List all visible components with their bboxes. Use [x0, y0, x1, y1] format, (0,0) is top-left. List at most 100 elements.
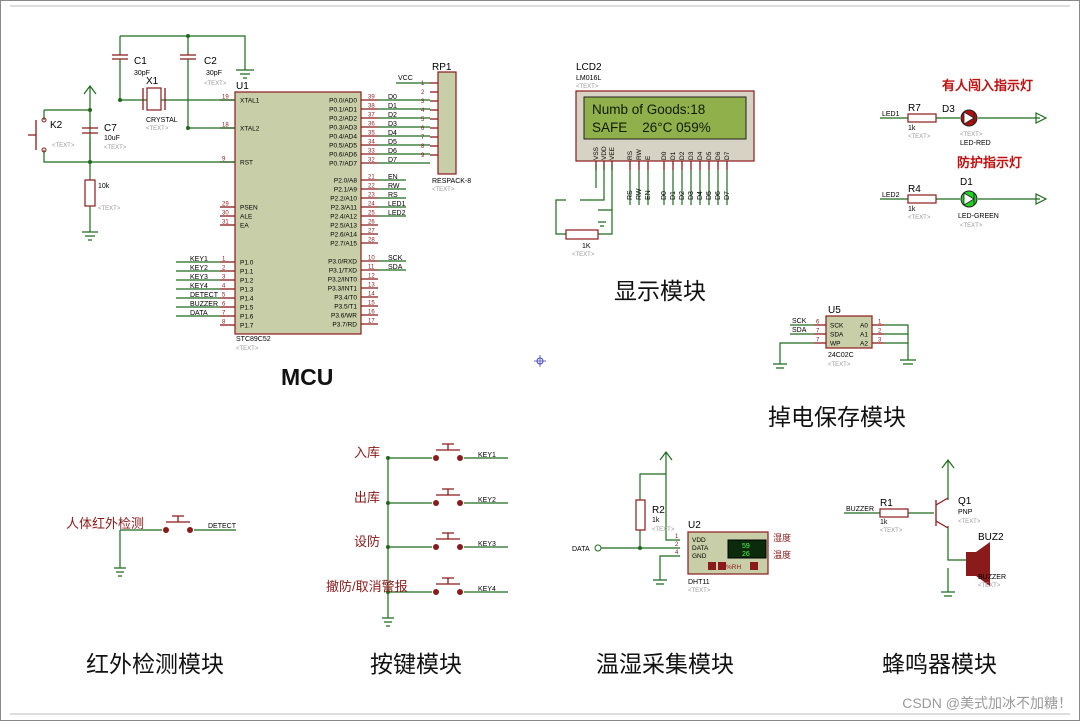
rp1-pin-num: 9: [421, 153, 425, 159]
mcu-pin-num: 1: [222, 257, 226, 263]
r7-ref: R7: [908, 103, 921, 114]
protect-indicator-label: 防护指示灯: [957, 155, 1022, 170]
mcu-net-sda: SDA: [388, 264, 403, 271]
rp1-pin-num: 2: [421, 90, 425, 96]
buz-value: BUZZER: [978, 574, 1006, 581]
reset-resistor-value: 10k: [98, 183, 110, 190]
q1-ref: Q1: [958, 496, 972, 507]
led1-net: LED1: [882, 111, 900, 118]
mcu-pin-P0.0/AD0: P0.0/AD0: [329, 98, 357, 105]
mcu-net-d4: D4: [388, 130, 397, 137]
mcu-pin-P0.4/AD4: P0.4/AD4: [329, 134, 357, 141]
lcd-pin-d1: D1: [670, 151, 677, 160]
u5-value: 24C02C: [828, 352, 854, 359]
k2-text: <TEXT>: [52, 143, 75, 149]
mcu-net-en: EN: [388, 174, 398, 181]
key-disarm-label: 撤防/取消警报: [326, 579, 408, 594]
mcu-pin-P1.1: P1.1: [240, 269, 254, 276]
reset-resistor-text: <TEXT>: [98, 206, 121, 212]
r7-value: 1k: [908, 125, 916, 132]
r7-text: <TEXT>: [908, 134, 931, 140]
key-net-2: KEY2: [478, 497, 496, 504]
mcu-pin-P3.6/WR: P3.6/WR: [331, 313, 357, 320]
mcu-net-d0: D0: [388, 94, 397, 101]
mcu-net-led2: LED2: [388, 210, 406, 217]
r4-ref: R4: [908, 184, 921, 195]
mcu-text: <TEXT>: [236, 346, 259, 352]
lcd-net-d2: D2: [679, 191, 686, 200]
mcu-net-buzzer: BUZZER: [190, 301, 218, 308]
r4-text: <TEXT>: [908, 215, 931, 221]
mcu-pin-num: 7: [222, 311, 226, 317]
dht-label-temp: 温度: [773, 549, 791, 560]
led2-net: LED2: [882, 192, 900, 199]
ir-button-label: 人体红外检测: [66, 516, 144, 531]
mcu-pin-P3.4/T0: P3.4/T0: [334, 295, 357, 302]
lcd-net-d6: D6: [715, 191, 722, 200]
mcu-pin-num: 11: [368, 265, 375, 271]
mcu-net-d6: D6: [388, 148, 397, 155]
u5-pin-a2: A2: [860, 341, 868, 348]
mcu-pin-num: 6: [222, 302, 226, 308]
rp1-pin-num: 8: [421, 144, 425, 150]
mcu-pin-P1.6: P1.6: [240, 314, 254, 321]
lcd-pin-rs: RS: [627, 150, 634, 160]
intrusion-indicator-label: 有人闯入指示灯: [942, 78, 1033, 93]
d1-ref: D1: [960, 177, 973, 188]
mcu-pin-num: 34: [368, 140, 375, 146]
dht-down-button[interactable]: [708, 562, 716, 570]
buz-text: <TEXT>: [978, 583, 1001, 589]
mcu-net-d5: D5: [388, 139, 397, 146]
mcu-pin-P2.1/A9: P2.1/A9: [334, 187, 358, 194]
mcu-module-title: MCU: [281, 364, 333, 390]
lcd-pin-e: E: [645, 155, 652, 160]
crystal-reset-circuit: C1 30pF C2 30pF X1 CRYSTAL <TEXT> <TEXT>…: [28, 34, 254, 241]
lcd-pin-d2: D2: [679, 151, 686, 160]
mcu-block: U1 STC89C52 <TEXT> XTAL119XTAL218RST9PSE…: [176, 81, 430, 390]
mcu-pin-num: 16: [368, 310, 375, 316]
dht-temp-button[interactable]: [750, 562, 758, 570]
q1-value: PNP: [958, 509, 973, 516]
mcu-pin-num: 29: [222, 202, 229, 208]
u5-pin-num: 7: [816, 338, 820, 344]
mcu-pin-P1.0: P1.0: [240, 260, 254, 267]
mcu-pin-num: 19: [222, 95, 229, 101]
x1-ref: X1: [146, 76, 159, 87]
lcd-net-rw: RW: [636, 188, 643, 200]
mcu-pin-num: 12: [368, 274, 375, 280]
u2-pin-vdd: VDD: [692, 537, 706, 544]
mcu-pin-num: 23: [368, 193, 375, 199]
crosshair-icon: [534, 355, 546, 367]
r2-ref: R2: [652, 505, 665, 516]
r1-ref: R1: [880, 498, 893, 509]
mcu-pin-num: 27: [368, 229, 375, 235]
dht-up-button[interactable]: [718, 562, 726, 570]
mcu-net-d1: D1: [388, 103, 397, 110]
mcu-pin-num: 30: [222, 211, 229, 217]
mcu-pin-P3.0/RXD: P3.0/RXD: [328, 259, 357, 266]
u5-pin-num: 3: [878, 338, 882, 344]
mcu-pin-num: 25: [368, 211, 375, 217]
lcd-pot: [565, 229, 599, 240]
mcu-pin-P0.1/AD1: P0.1/AD1: [329, 107, 357, 114]
lcd-net-d0: D0: [661, 191, 668, 200]
buzzer-net: BUZZER: [846, 506, 874, 513]
mcu-pin-P1.7: P1.7: [240, 323, 254, 330]
u5-pin-sda: SDA: [830, 332, 844, 339]
mcu-pin-RST: RST: [240, 160, 253, 167]
lcd-text: <TEXT>: [576, 84, 599, 90]
u2-text: <TEXT>: [688, 588, 711, 594]
mcu-chip[interactable]: [234, 91, 362, 335]
buzzer-block: BUZZER R1 1k <TEXT> Q1 PNP <TEXT> BUZ2 B…: [844, 459, 1006, 677]
mcu-net-d3: D3: [388, 121, 397, 128]
mcu-pin-num: 36: [368, 122, 375, 128]
c7-ref: C7: [104, 123, 117, 134]
c2-value: 30pF: [206, 70, 222, 77]
lcd-line-2: SAFE 26°C 059%: [592, 120, 711, 135]
key-out-label: 出库: [354, 490, 380, 505]
c1-value: 30pF: [134, 70, 150, 77]
